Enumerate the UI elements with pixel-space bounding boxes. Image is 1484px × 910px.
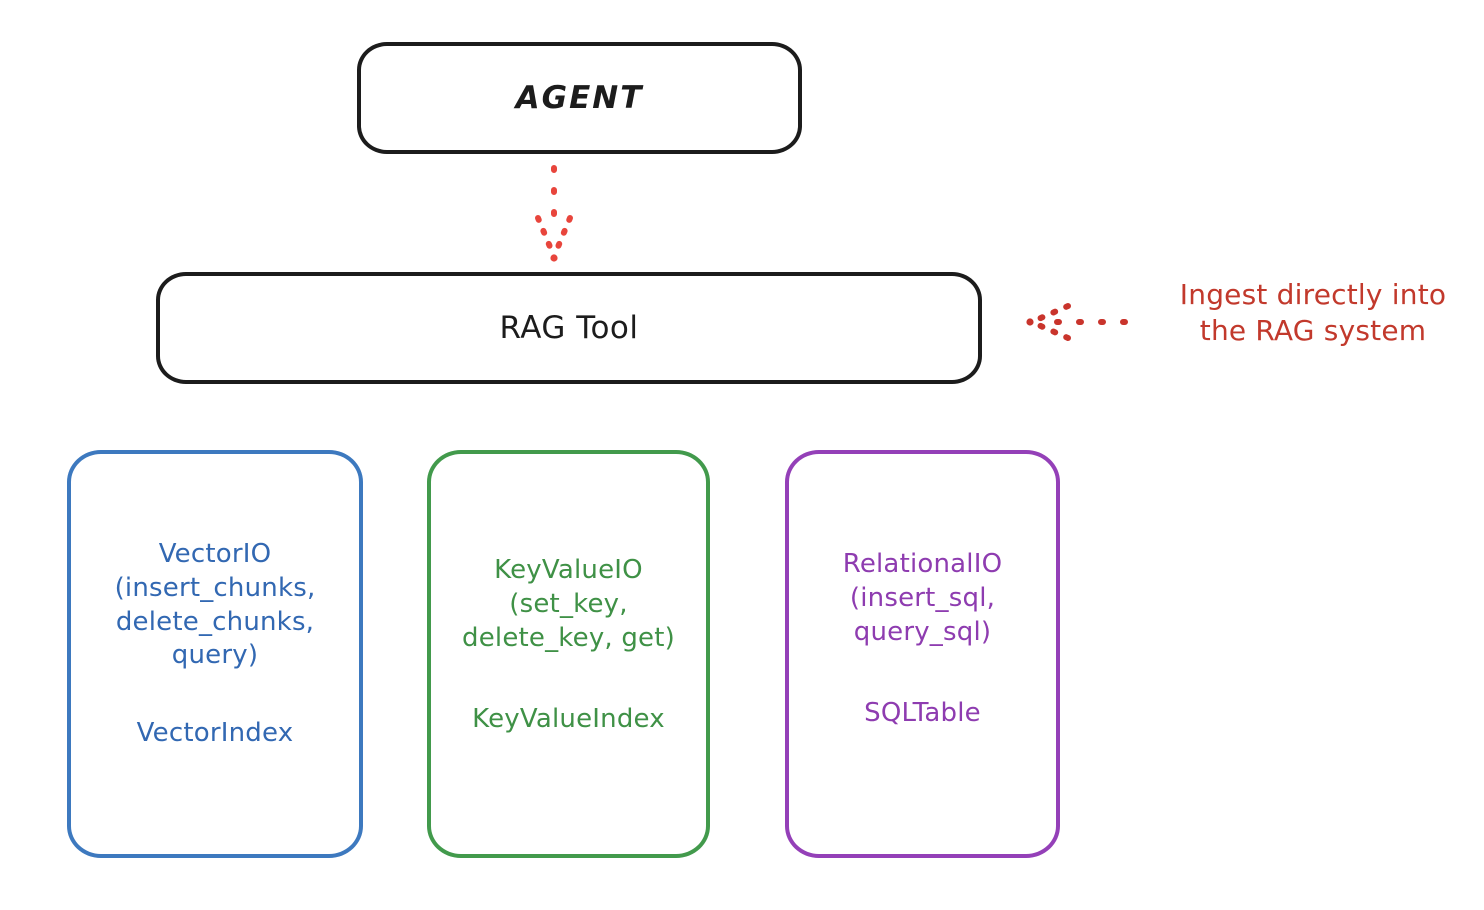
node-vector-io[interactable]: VectorIO (insert_chunks, delete_chunks, …	[67, 450, 363, 858]
node-vector-io-index-label: VectorIndex	[136, 718, 294, 749]
node-rag-tool[interactable]: RAG Tool	[156, 272, 982, 384]
node-relational-io-api-label: RelationalIO (insert_sql, query_sql)	[842, 549, 1003, 647]
node-key-value-io-api-label: KeyValueIO (set_key, delete_key, get)	[462, 555, 675, 653]
node-relational-io[interactable]: RelationalIO (insert_sql, query_sql) SQL…	[785, 450, 1060, 858]
node-agent[interactable]: AGENT	[357, 42, 802, 154]
annotation-ingest-note: Ingest directly into the RAG system	[1179, 278, 1447, 348]
connector-note-to-rag-tool	[1026, 303, 1128, 341]
node-relational-io-index-label: SQLTable	[864, 698, 981, 729]
node-vector-io-api-label: VectorIO (insert_chunks, delete_chunks, …	[114, 539, 316, 671]
node-key-value-io-index-label: KeyValueIndex	[472, 704, 665, 735]
connector-agent-to-rag-tool	[535, 165, 573, 262]
node-rag-tool-label: RAG Tool	[499, 310, 639, 346]
node-key-value-io[interactable]: KeyValueIO (set_key, delete_key, get) Ke…	[427, 450, 710, 858]
node-agent-label: AGENT	[515, 80, 644, 116]
